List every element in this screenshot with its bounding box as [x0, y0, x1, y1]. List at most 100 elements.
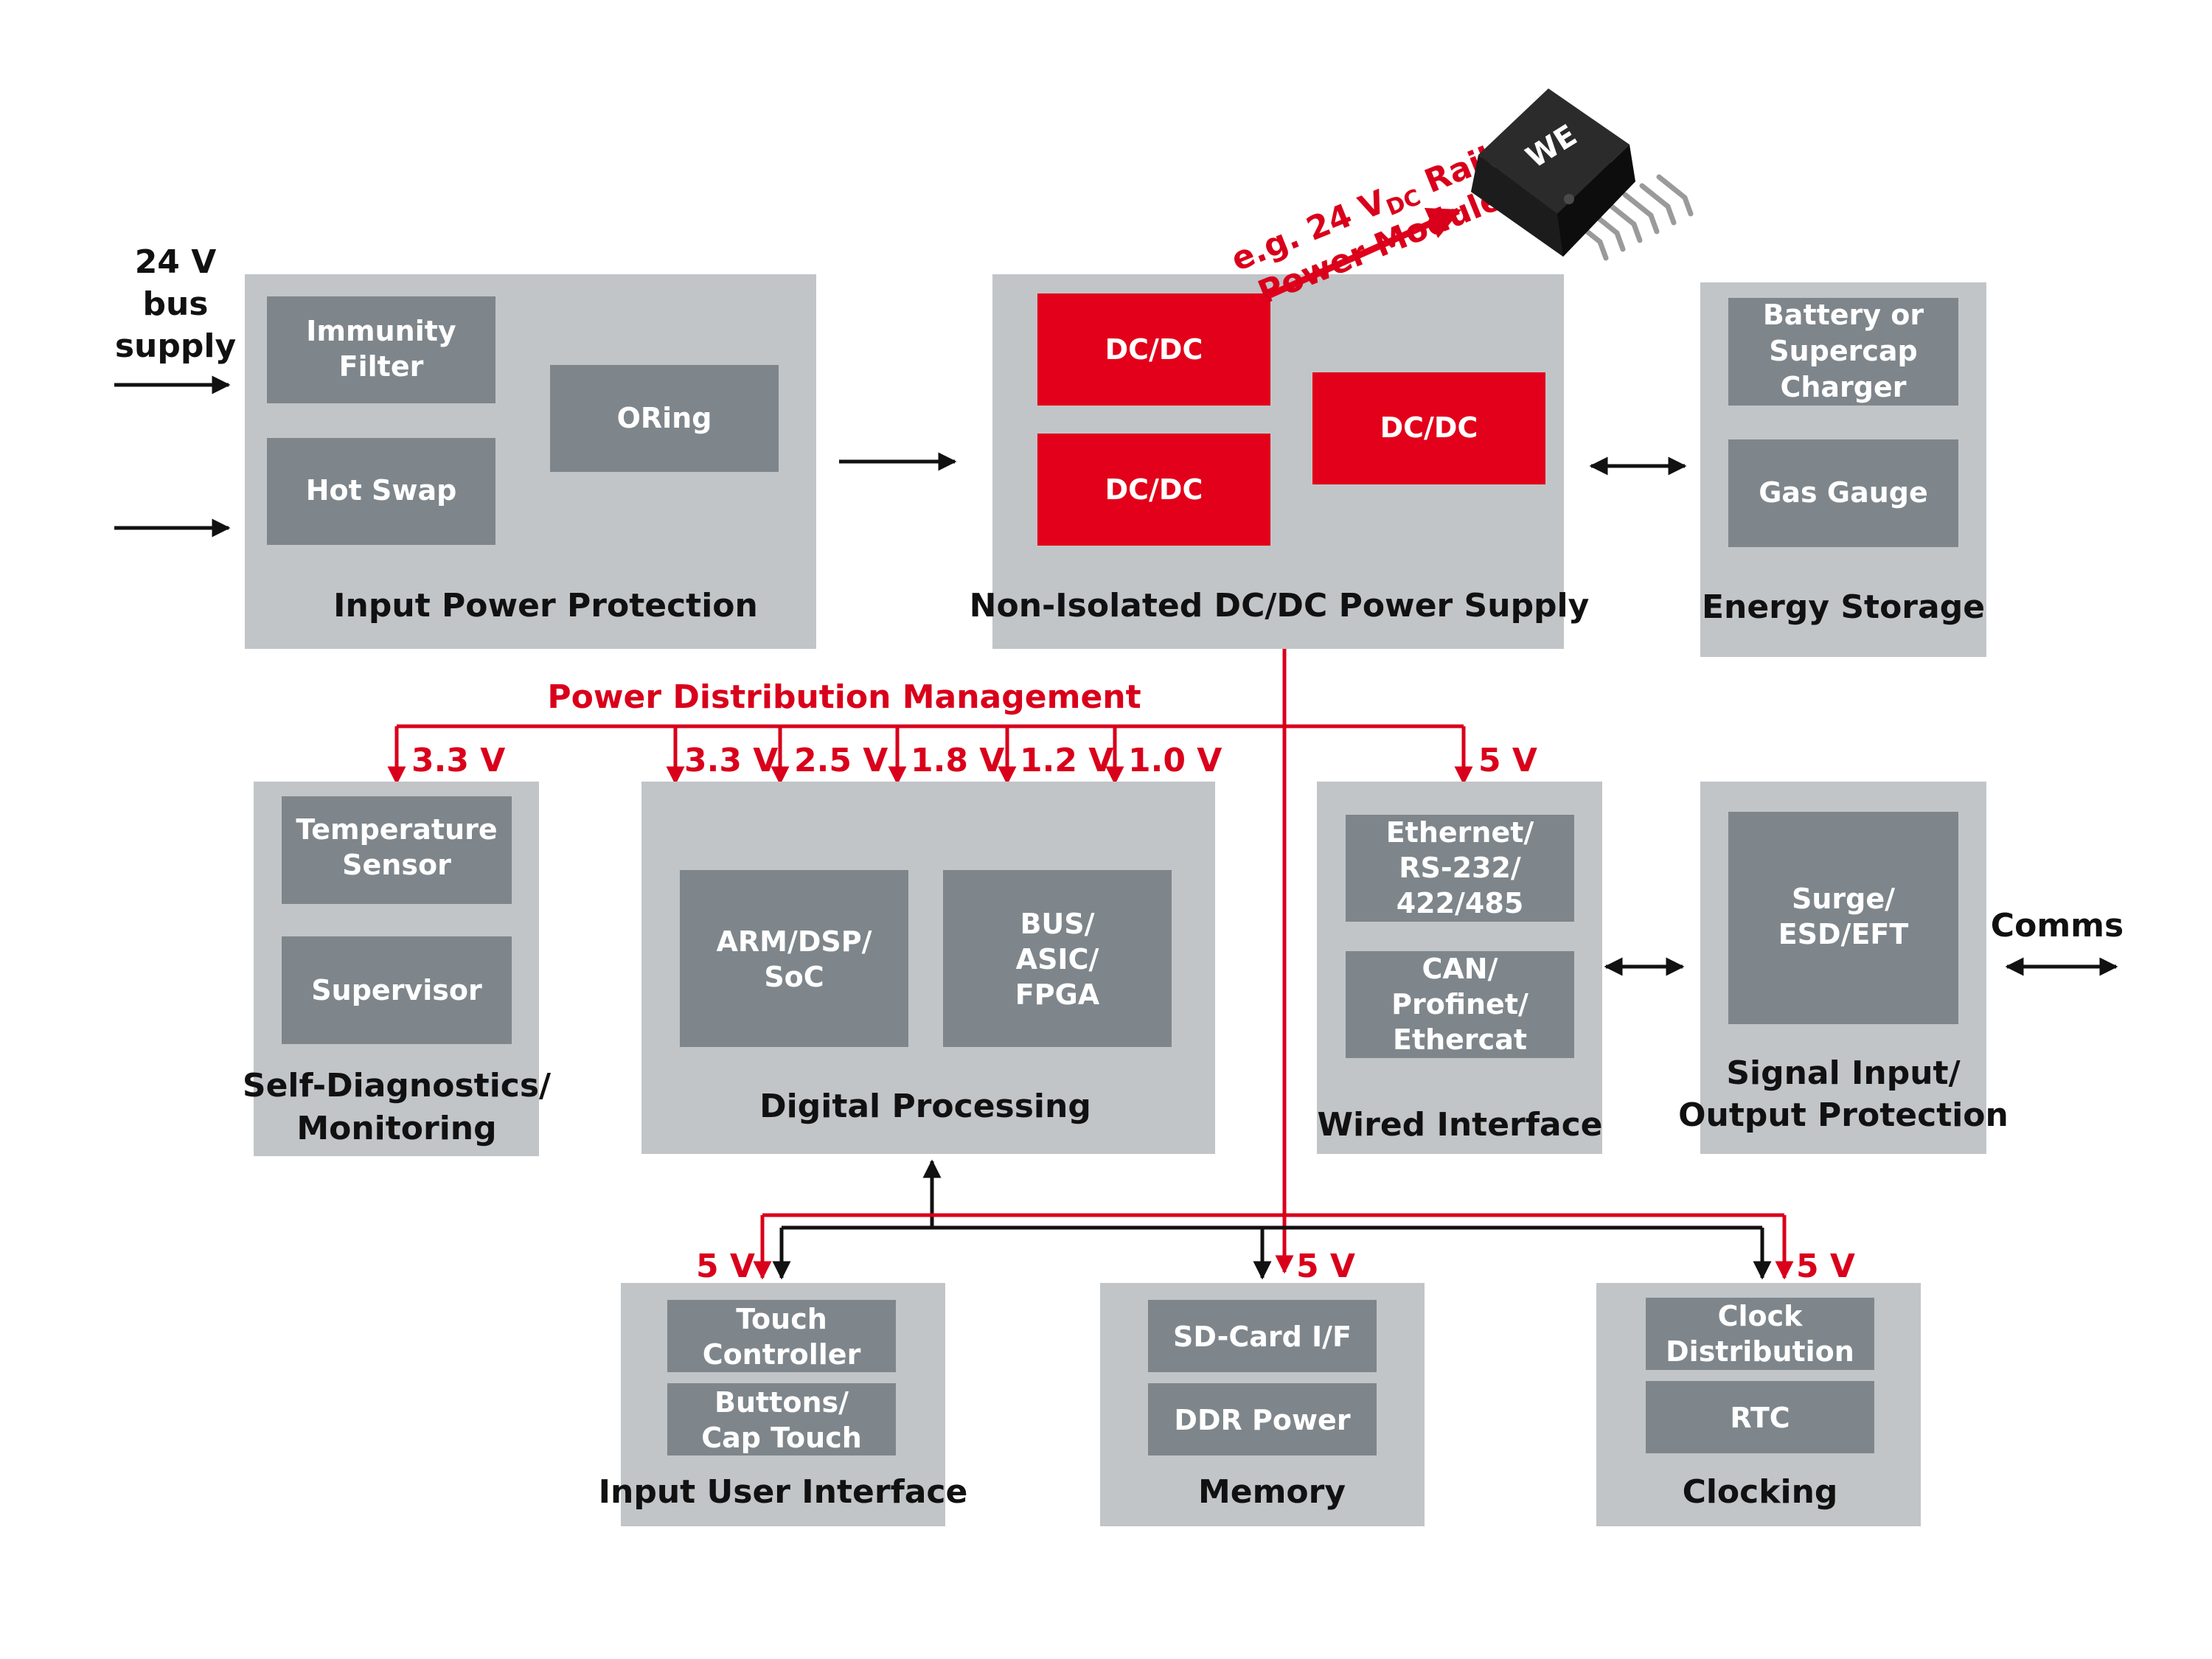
sd-card-label: SD-Card I/F — [1173, 1321, 1352, 1353]
dcdc-block-3-label: DC/DC — [1380, 411, 1478, 444]
dcdc-supply-panel: DC/DC DC/DC DC/DC Non-Isolated DC/DC Pow… — [970, 274, 1590, 649]
sd-card-block — [1148, 1300, 1377, 1372]
dcdc-supply-title: Non-Isolated DC/DC Power Supply — [970, 587, 1590, 625]
immunity-filter-block — [267, 296, 495, 403]
input-power-protection-title: Input Power Protection — [333, 587, 758, 625]
charger-label-3: Charger — [1780, 371, 1906, 403]
signal-protection-panel: Surge/ ESD/EFT Signal Input/ Output Prot… — [1678, 782, 2008, 1154]
rail-label-5v-wired: 5 V — [1478, 742, 1537, 779]
rail-label-5v-ui: 5 V — [696, 1248, 755, 1285]
gas-gauge-block — [1728, 439, 1958, 547]
can-label-1: CAN/ — [1422, 953, 1498, 985]
dcdc-block-2-label: DC/DC — [1105, 473, 1203, 506]
bottom-5v-rail — [753, 1213, 1794, 1280]
arm-dsp-label-1: ARM/DSP/ — [716, 925, 872, 958]
charger-label-1: Battery or — [1763, 299, 1924, 331]
ddr-power-label: DDR Power — [1174, 1404, 1350, 1436]
ethernet-label-1: Ethernet/ — [1386, 816, 1534, 849]
touch-controller-block — [667, 1300, 896, 1372]
rail-label-3v3-digital: 3.3 V — [684, 742, 778, 779]
charger-block — [1728, 298, 1958, 406]
self-diagnostics-title-1: Self-Diagnostics/ — [243, 1067, 552, 1105]
wired-interface-title: Wired Interface — [1318, 1106, 1603, 1144]
dcdc-block-1-label: DC/DC — [1105, 333, 1203, 366]
surge-label-2: ESD/EFT — [1778, 918, 1909, 950]
clocking-title: Clocking — [1683, 1473, 1838, 1511]
rail-label-2v5: 2.5 V — [794, 742, 888, 779]
supply-label-line3: supply — [115, 327, 236, 365]
bus-asic-fpga-block — [943, 870, 1172, 1047]
digital-processing-panel: ARM/DSP/ SoC BUS/ ASIC/ FPGA Digital Pro… — [641, 782, 1215, 1154]
immunity-filter-label-2: Filter — [339, 350, 424, 383]
energy-storage-title: Energy Storage — [1702, 588, 1985, 626]
ddr-power-block — [1148, 1383, 1377, 1455]
can-block — [1346, 951, 1574, 1058]
oring-label: ORing — [617, 402, 712, 434]
rail-label-1v8: 1.8 V — [911, 742, 1004, 779]
input-user-interface-title: Input User Interface — [599, 1473, 968, 1511]
temperature-sensor-label-1: Temperature — [296, 813, 497, 846]
oring-block — [550, 365, 779, 472]
power-distribution-rail — [387, 649, 1473, 1274]
wired-interface-panel: Ethernet/ RS-232/ 422/485 CAN/ Profinet/… — [1317, 782, 1603, 1154]
dcdc-block-1 — [1037, 293, 1270, 406]
energy-storage-panel: Battery or Supercap Charger Gas Gauge En… — [1700, 282, 1986, 657]
can-label-3: Ethercat — [1393, 1023, 1527, 1056]
ethernet-label-3: 422/485 — [1397, 887, 1524, 919]
touch-controller-label-1: Touch — [736, 1303, 827, 1335]
dcdc-block-2 — [1037, 434, 1270, 546]
rail-label-5v-clocking: 5 V — [1796, 1248, 1855, 1285]
power-distribution-title: Power Distribution Management — [547, 678, 1141, 716]
bottom-data-bus — [772, 1159, 1772, 1280]
rail-label-1v2: 1.2 V — [1020, 742, 1113, 779]
ethernet-label-2: RS-232/ — [1399, 852, 1521, 884]
bus-asic-label-1: BUS/ — [1020, 908, 1094, 940]
can-label-2: Profinet/ — [1391, 988, 1528, 1020]
hot-swap-block — [267, 438, 495, 545]
digital-processing-title: Digital Processing — [759, 1088, 1091, 1125]
bus-asic-label-2: ASIC/ — [1016, 943, 1099, 975]
arm-dsp-soc-block — [680, 870, 908, 1047]
rail-label-1v0: 1.0 V — [1128, 742, 1222, 779]
clock-distribution-label-1: Clock — [1718, 1300, 1804, 1332]
hot-swap-label: Hot Swap — [306, 474, 457, 507]
temperature-sensor-block — [282, 796, 512, 904]
supervisor-block — [282, 936, 512, 1044]
memory-title: Memory — [1198, 1473, 1346, 1511]
immunity-filter-label-1: Immunity — [306, 315, 456, 347]
buttons-label-1: Buttons/ — [714, 1386, 849, 1419]
clocking-panel: Clock Distribution RTC Clocking — [1596, 1283, 1921, 1526]
supply-label: 24 V bus supply — [115, 243, 236, 365]
rtc-label: RTC — [1730, 1402, 1790, 1434]
signal-protection-title-2: Output Protection — [1678, 1096, 2008, 1134]
self-diagnostics-title-2: Monitoring — [296, 1110, 496, 1147]
buttons-cap-touch-block — [667, 1383, 896, 1455]
surge-esd-block — [1728, 812, 1958, 1024]
charger-label-2: Supercap — [1769, 335, 1918, 367]
supervisor-label: Supervisor — [311, 974, 482, 1006]
buttons-label-2: Cap Touch — [701, 1422, 862, 1454]
power-module-chip-image: WE — [1471, 88, 1694, 261]
clock-distribution-block — [1646, 1298, 1874, 1370]
temperature-sensor-label-2: Sensor — [342, 849, 451, 881]
surge-label-1: Surge/ — [1792, 883, 1895, 915]
ethernet-block — [1346, 815, 1574, 922]
rtc-block — [1646, 1381, 1874, 1453]
bus-asic-label-3: FPGA — [1015, 978, 1100, 1011]
memory-panel: SD-Card I/F DDR Power Memory — [1100, 1283, 1425, 1526]
arm-dsp-label-2: SoC — [764, 961, 824, 993]
supply-label-line2: bus — [142, 285, 208, 323]
signal-protection-title-1: Signal Input/ — [1726, 1054, 1961, 1092]
rail-label-3v3-diag: 3.3 V — [411, 742, 505, 779]
comms-label: Comms — [1991, 907, 2124, 945]
supply-label-line1: 24 V — [135, 243, 217, 281]
gas-gauge-label: Gas Gauge — [1759, 476, 1928, 509]
touch-controller-label-2: Controller — [703, 1338, 861, 1371]
input-user-interface-panel: Touch Controller Buttons/ Cap Touch Inpu… — [599, 1283, 968, 1526]
self-diagnostics-panel: Temperature Sensor Supervisor Self-Diagn… — [243, 782, 552, 1156]
input-power-protection-panel: Immunity Filter Hot Swap ORing Input Pow… — [245, 274, 816, 649]
dcdc-block-3 — [1312, 372, 1545, 484]
module-callout-arrow — [1265, 207, 1462, 300]
rail-label-5v-memory: 5 V — [1296, 1248, 1355, 1285]
